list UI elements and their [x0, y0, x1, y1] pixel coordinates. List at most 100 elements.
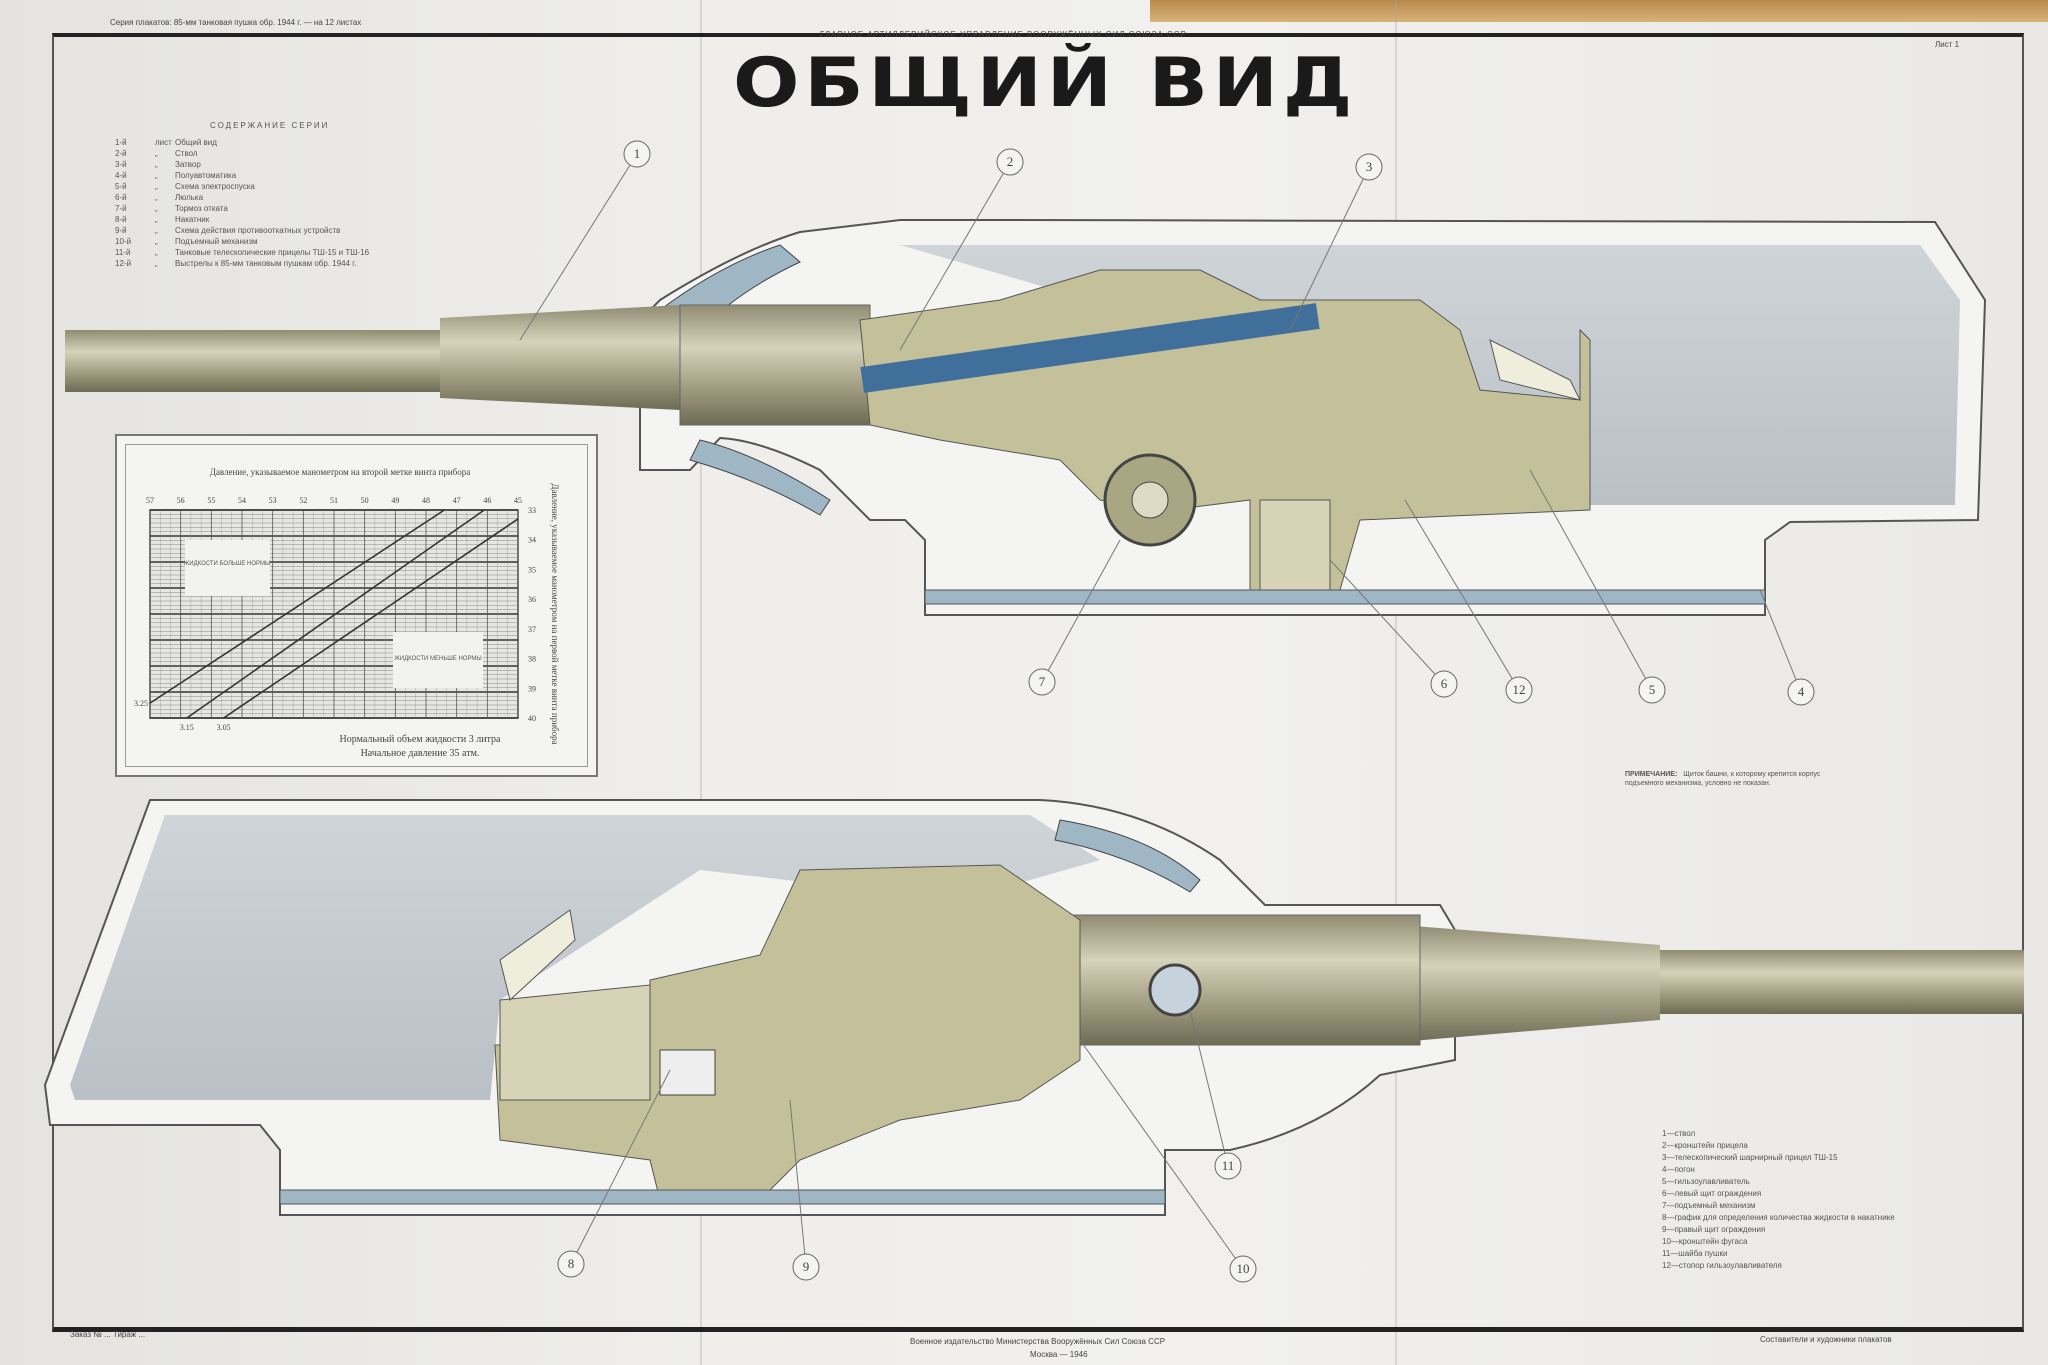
contents-item: 12-й„Выстрелы к 85-мм танковым пушкам об… [115, 258, 369, 269]
note-label: ПРИМЕЧАНИЕ: [1625, 771, 1678, 778]
callout-10: 10 [1229, 1255, 1257, 1283]
contents-d: лист [155, 138, 172, 147]
contents-d: „ [155, 215, 158, 224]
contents-item: 10-й„Подъемный механизм [115, 236, 369, 247]
callout-12: 12 [1505, 676, 1533, 704]
callout-2: 2 [996, 148, 1024, 176]
case-deflector-bottom [499, 909, 576, 1001]
contents-item: 7-й„Тормоз отката [115, 203, 369, 214]
footer-publisher: Военное издательство Министерства Вооруж… [910, 1337, 1166, 1346]
barrel-taper-top [440, 305, 680, 410]
mantlet-bottom [1054, 819, 1201, 893]
contents-item: 6-й„Люлька [115, 192, 369, 203]
callout-number: 12 [1513, 682, 1526, 697]
legend-item: 10—кронштейн фугаса [1662, 1237, 1748, 1246]
top-tick-label: 45 [514, 496, 522, 505]
contents-t: Общий вид [175, 138, 217, 147]
callout-8: 8 [557, 1250, 585, 1278]
contents-n: 6-й [115, 193, 127, 202]
contents-n: 3-й [115, 160, 127, 169]
chart-title: Давление, указываемое манометром на втор… [210, 467, 471, 477]
organization: ГЛАВНОЕ АРТИЛЛЕРИЙСКОЕ УПРАВЛЕНИЕ ВООРУЖ… [820, 30, 1187, 39]
legend-item: 1—ствол [1662, 1129, 1696, 1138]
legend-item: 4—погон [1662, 1165, 1695, 1174]
top-gun-view [65, 219, 1987, 616]
contents-n: 4-й [115, 171, 127, 180]
recoil-guard-bottom [499, 984, 651, 1101]
region-lower-label: ЖИДКОСТИ МЕНЬШЕ НОРМЫ [394, 656, 481, 662]
legend-item: 2—кронштейн прицела [1662, 1141, 1748, 1150]
chart-right-label: Давление, указываемое манометром на перв… [550, 483, 560, 744]
contents-t: Танковые телескопические прицелы ТШ-15 и… [175, 248, 370, 257]
top-tick-label: 52 [299, 496, 307, 505]
chart-series-line-3.15 [186, 509, 485, 719]
top-tick-label: 47 [453, 496, 461, 505]
poster-frame [52, 33, 2024, 1332]
right-tick-label: 37 [528, 625, 536, 634]
contents-item: 5-й„Схема электроспуска [115, 181, 369, 192]
contents-t: Схема действия противооткатных устройств [175, 226, 341, 235]
contents-n: 9-й [115, 226, 127, 235]
legend-item: 6—левый щит ограждения [1662, 1189, 1762, 1198]
mantlet-lower-top [689, 439, 831, 516]
footer-right: Составители и художники плакатов [1760, 1335, 1892, 1344]
top-tick-label: 50 [361, 496, 369, 505]
legend-item: 3—телескопический шарнирный прицел ТШ-15 [1662, 1153, 1838, 1162]
contents-item: 3-й„Затвор [115, 159, 369, 170]
case-deflector-top [1489, 339, 1581, 401]
turret-ring-top [924, 589, 1766, 605]
callout-5: 5 [1638, 676, 1666, 704]
contents-item: 9-й „ Схема действия противооткатных устро… [115, 225, 369, 236]
contents-t: Ствол [175, 149, 198, 158]
barrel-bottom [1650, 950, 2024, 1014]
contents-d: „ [155, 248, 158, 257]
legend-item: 8—график для определения количества жидк… [1662, 1213, 1895, 1222]
legend-item: 9—правый щит ограждения [1662, 1225, 1766, 1234]
contents-d: „ [155, 259, 158, 268]
top-tick-label: 56 [177, 496, 185, 505]
top-tick-label: 55 [207, 496, 215, 505]
contents-item: 2-й„Ствол [115, 148, 369, 159]
callout-3: 3 [1355, 153, 1383, 181]
top-tick-label: 46 [483, 496, 491, 505]
contents-item: 4-й„Полуавтоматика [115, 170, 369, 181]
contents-t: Схема электроспуска [175, 182, 255, 191]
top-tick-label: 57 [146, 496, 154, 505]
callout-number: 7 [1039, 674, 1046, 689]
leader-lines [519, 153, 1802, 1270]
region-upper-label: ЖИДКОСТИ БОЛЬШЕ НОРМЫ [184, 561, 271, 567]
breech-ring-top [679, 304, 871, 426]
contents-n: 11-й [115, 248, 131, 257]
callout-7: 7 [1028, 668, 1056, 696]
contents-t: Подъемный механизм [175, 237, 258, 246]
callout-number: 9 [803, 1259, 810, 1274]
callout-11: 11 [1214, 1152, 1242, 1180]
contents-d: „ [155, 171, 158, 180]
breech-bottom [1019, 914, 1421, 1046]
turret-ring-bottom [279, 1189, 1166, 1205]
chart-series-line-3.05 [223, 518, 519, 719]
right-tick-label: 35 [528, 565, 536, 574]
contents-d: „ [155, 226, 158, 235]
footer-left: Заказ № ... Тираж ... [70, 1330, 146, 1339]
note-text: Щиток башни, к которому крепится корпус … [1625, 771, 1821, 787]
legend-item: 5—гильзоулавливатель [1662, 1177, 1750, 1186]
contents-t: Затвор [175, 160, 201, 169]
callout-number: 10 [1237, 1261, 1250, 1276]
contents-item: 11-й „ Танковые телескопические прицелы ТШ… [115, 247, 369, 258]
callout-number: 4 [1798, 684, 1805, 699]
series-label: 3.05 [217, 723, 231, 732]
series-line: Серия плакатов: 85-мм танковая пушка обр… [110, 18, 362, 27]
callout-number: 11 [1222, 1158, 1235, 1173]
trunnion-bottom [1148, 963, 1202, 1017]
right-tick-label: 39 [528, 684, 536, 693]
callout-number: 8 [568, 1256, 575, 1271]
footer-city-year: Москва — 1946 [1030, 1350, 1088, 1359]
page-title: ОБЩИЙ ВИД [733, 44, 1357, 123]
top-tick-label: 48 [422, 496, 430, 505]
sight-top [860, 303, 1320, 393]
callout-number: 6 [1441, 676, 1448, 691]
contents-heading: СОДЕРЖАНИЕ СЕРИИ [210, 121, 330, 130]
